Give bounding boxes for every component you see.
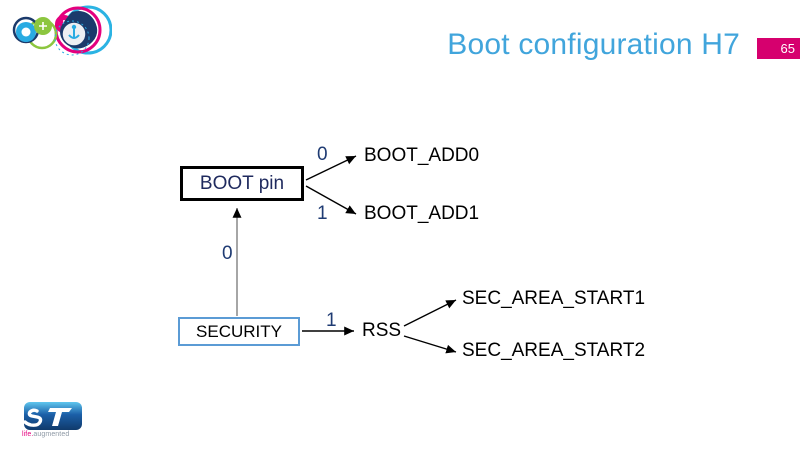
edge-label-security-to-rss: 1 (326, 310, 337, 331)
st-community-bubbles-icon (12, 4, 113, 56)
edge-label-security-to-boot: 0 (222, 243, 233, 264)
node-boot-add1: BOOT_ADD1 (364, 203, 480, 224)
node-security: SECURITY (178, 317, 300, 346)
edge-boot-to-add0 (305, 155, 357, 181)
page-number-badge: 65 (757, 38, 800, 59)
page-title: Boot configuration H7 (447, 28, 740, 61)
edge-label-boot-to-add0: 0 (317, 144, 328, 165)
node-boot-pin: BOOT pin (180, 166, 304, 201)
edge-label-boot-to-add1: 1 (317, 203, 328, 224)
node-sec-area-start2: SEC_AREA_START2 (462, 340, 646, 361)
node-boot-add0: BOOT_ADD0 (364, 145, 480, 166)
st-logo (22, 396, 84, 438)
st-tagline-suffix: augmented (33, 431, 70, 438)
edge-rss-to-sec-area-1 (403, 299, 457, 327)
st-tagline-prefix: life. (22, 431, 34, 438)
node-sec-area-start1: SEC_AREA_START1 (462, 288, 646, 309)
edge-boot-to-add1 (305, 185, 357, 215)
node-rss: RSS (362, 320, 402, 341)
edge-rss-to-sec-area-2 (403, 335, 457, 354)
st-tagline: life.augmented (22, 431, 69, 438)
